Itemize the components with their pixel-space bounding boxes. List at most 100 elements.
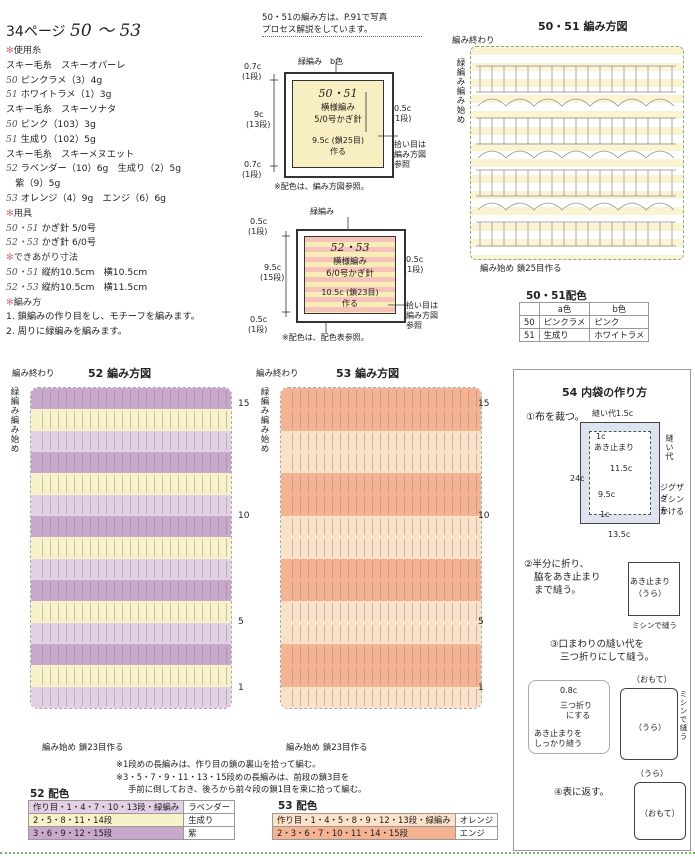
dimension-lines — [282, 217, 408, 333]
motif-inner: 50・51 横様編み 5/0号かぎ針 9.5c (鎖25目) 作る — [292, 80, 384, 168]
chart-53: 編み終わり 53 編み方図 緑編み編み始め 15 10 5 1 編み始め 鎖23… — [256, 365, 506, 755]
method-step: 2. 周りに緑編みを編みます。 — [6, 326, 128, 338]
table-row: 2・5・8・11・14段生成り — [27, 813, 236, 827]
bag-sketch — [620, 688, 678, 760]
start-label: 緑編み編み始め — [9, 387, 19, 454]
chart-52: 編み終わり 52 編み方図 緑編み編み始め 15 10 5 1 編み始め 鎖23… — [6, 365, 256, 755]
step-4: ④表に返す。 — [554, 787, 610, 798]
step-3: ③口まわりの縫い代を三つ折りにして縫う。 — [550, 639, 655, 663]
stitch-row — [281, 516, 481, 538]
motif-inner: 52・53 横様編み 6/0号かぎ針 10.5c (鎖23目) 作る — [304, 236, 396, 314]
stitch-symbols — [476, 65, 676, 247]
folded-fabric — [628, 562, 680, 616]
table-cell: 作り目・1・4・7・10・13段・緑編み — [27, 800, 185, 814]
color-table-title: 50・51配色 — [526, 290, 587, 302]
stitch-row — [31, 644, 231, 666]
stitch-row — [281, 537, 481, 559]
table-cell: 紫 — [183, 826, 236, 840]
stitch-row — [31, 580, 231, 602]
inner-bag-panel: 54 内袋の作り方 ①布を裁つ。 縫い代1.5c 1c あき止まり 11.5c … — [513, 369, 691, 851]
hem-detail — [528, 680, 610, 754]
fabric-piece — [580, 422, 660, 524]
stitch-row — [31, 473, 231, 495]
row-number: 1 — [238, 683, 244, 693]
process-note: 50・51の編み方は、P.91で写真 プロセス解説をしています。 — [262, 12, 422, 37]
chart-title: 52 編み方図 — [88, 367, 152, 380]
table-row: 2・3・6・7・10・11・14・15段エンジ — [272, 826, 499, 840]
table-row: 3・6・9・12・15段紫 — [27, 826, 236, 840]
start-label: 緑編み編み始め — [259, 387, 269, 454]
diagram-52-53: 緑編み 52・53 横様編み 6/0号かぎ針 10.5c (鎖23目) 作る 0… — [238, 205, 448, 345]
stitch-grid — [30, 387, 232, 709]
stitch-row — [31, 388, 231, 410]
row-number: 10 — [238, 511, 250, 521]
stitch-row — [31, 686, 231, 708]
table-cell: 3・6・9・12・15段 — [27, 826, 185, 840]
finished-bag — [634, 782, 686, 840]
dimension-lines — [270, 62, 398, 172]
tools-heading: ✻用具 — [6, 207, 33, 219]
step-1: ①布を裁つ。 — [526, 412, 585, 423]
stitch-row — [281, 452, 481, 474]
table-cell: ピンク — [589, 315, 650, 329]
chart-50-51: 50・51 編み方図 編み終わり 緑編み編み始め 編み始め 鎖25目作る — [440, 14, 690, 286]
table-cell: ラベンダー — [183, 800, 236, 814]
method-step: 1. 鎖編みの作り目をし、モチーフを編みます。 — [6, 311, 200, 323]
stitch-row — [281, 665, 481, 687]
yarn-heading: ✻使用糸 — [6, 45, 42, 56]
stitch-row — [31, 601, 231, 623]
table-cell: 50 — [519, 315, 540, 329]
table-row: 作り目・1・4・5・8・9・12・13段・緑編みオレンジ — [272, 813, 499, 827]
stitch-notes: ※1段めの長編みは、作り目の鎖の裏山を拾って編む。 ※3・5・7・9・11・13… — [116, 759, 367, 794]
table-cell: ホワイトラメ — [589, 328, 650, 342]
table-cell: 作り目・1・4・5・8・9・12・13段・緑編み — [272, 813, 456, 827]
end-label: 編み終わり — [452, 36, 495, 46]
info-line: 紫（9）5g — [6, 178, 61, 190]
row-number: 15 — [238, 399, 250, 409]
stitch-row — [31, 430, 231, 452]
start-chain-label: 編み始め 鎖23目作る — [42, 743, 124, 753]
color-table-title: 53 配色 — [278, 800, 318, 812]
stitch-row — [281, 622, 481, 644]
row-number: 5 — [478, 617, 484, 627]
row-number: 1 — [478, 683, 484, 693]
start-label: 緑編み編み始め — [455, 58, 465, 125]
table-cell: 生成り — [183, 813, 236, 827]
info-line: スキー毛糸 スキーソナタ — [6, 104, 117, 116]
stitch-grid — [280, 387, 482, 709]
pattern-range: 50 〜 53 — [70, 21, 142, 41]
table-row: 作り目・1・4・7・10・13段・緑編みラベンダー — [27, 800, 236, 814]
stitch-row — [281, 494, 481, 516]
stitch-row — [31, 665, 231, 687]
method-list: 1. 鎖編みの作り目をし、モチーフを編みます。 2. 周りに緑編みを編みます。 — [6, 310, 266, 340]
table-cell: 51 — [519, 328, 540, 342]
stitch-row — [281, 388, 481, 410]
end-label: 編み終わり — [256, 369, 299, 379]
chart-title: 53 編み方図 — [336, 367, 400, 380]
table-cell: エンジ — [454, 826, 499, 840]
table-cell: 生成り — [538, 328, 591, 342]
page-header: 34ページ 50 〜 53 — [6, 16, 141, 41]
page-number: 34ページ — [6, 24, 66, 40]
table-cell: ピンクラメ — [538, 315, 591, 329]
edge-label: 緑編み b色 — [298, 57, 344, 66]
size-heading: ✻できあがり寸法 — [6, 252, 79, 264]
stitch-row — [31, 558, 231, 580]
stitch-row — [31, 494, 231, 516]
info-line: スキー毛糸 スキーオパーレ — [6, 59, 126, 71]
start-chain-label: 編み始め 鎖25目作る — [480, 264, 562, 274]
edge-label: 緑編み — [310, 207, 334, 216]
end-label: 編み終わり — [12, 369, 55, 379]
